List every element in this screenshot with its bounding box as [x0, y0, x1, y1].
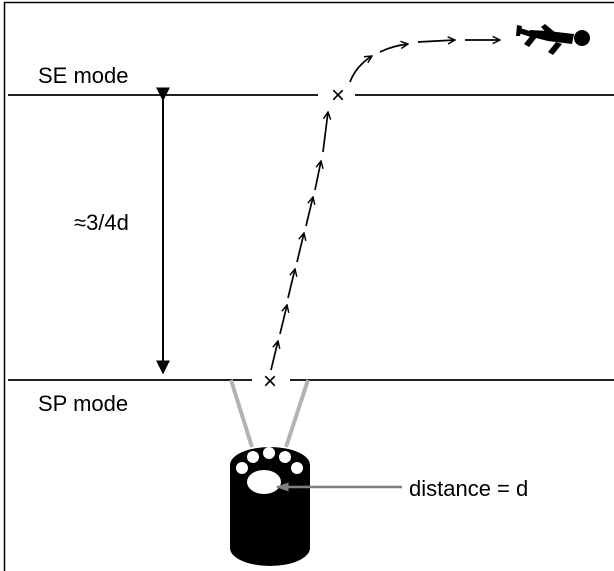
gap-label: ≈3/4d [74, 210, 129, 235]
diagram-frame [3, 1, 614, 571]
trajectory-arrow [379, 44, 408, 53]
gap-label-backing [70, 207, 156, 239]
source-beam [229, 379, 310, 448]
se-mode-label: SE mode [38, 63, 129, 88]
trajectory-arrow [270, 341, 278, 371]
escape-trajectory [349, 40, 500, 83]
trajectory-arrow [314, 161, 321, 191]
cylinder-source-icon [230, 447, 310, 566]
trajectory-arrow [287, 269, 295, 299]
se-crossing-marker: × [331, 82, 345, 109]
distance-label: distance = d [409, 476, 528, 501]
trajectory-arrow [417, 40, 455, 42]
trajectory-arrow [305, 197, 313, 227]
trajectory-arrow [279, 305, 287, 335]
sp-crossing-marker: × [263, 368, 277, 395]
trajectory-arrow [296, 233, 304, 263]
walking-person-icon [516, 24, 590, 55]
trajectory-arrow [349, 56, 372, 83]
rising-trajectory [270, 112, 328, 371]
trajectory-arrow [322, 112, 328, 153]
sp-mode-label: SP mode [38, 391, 128, 416]
